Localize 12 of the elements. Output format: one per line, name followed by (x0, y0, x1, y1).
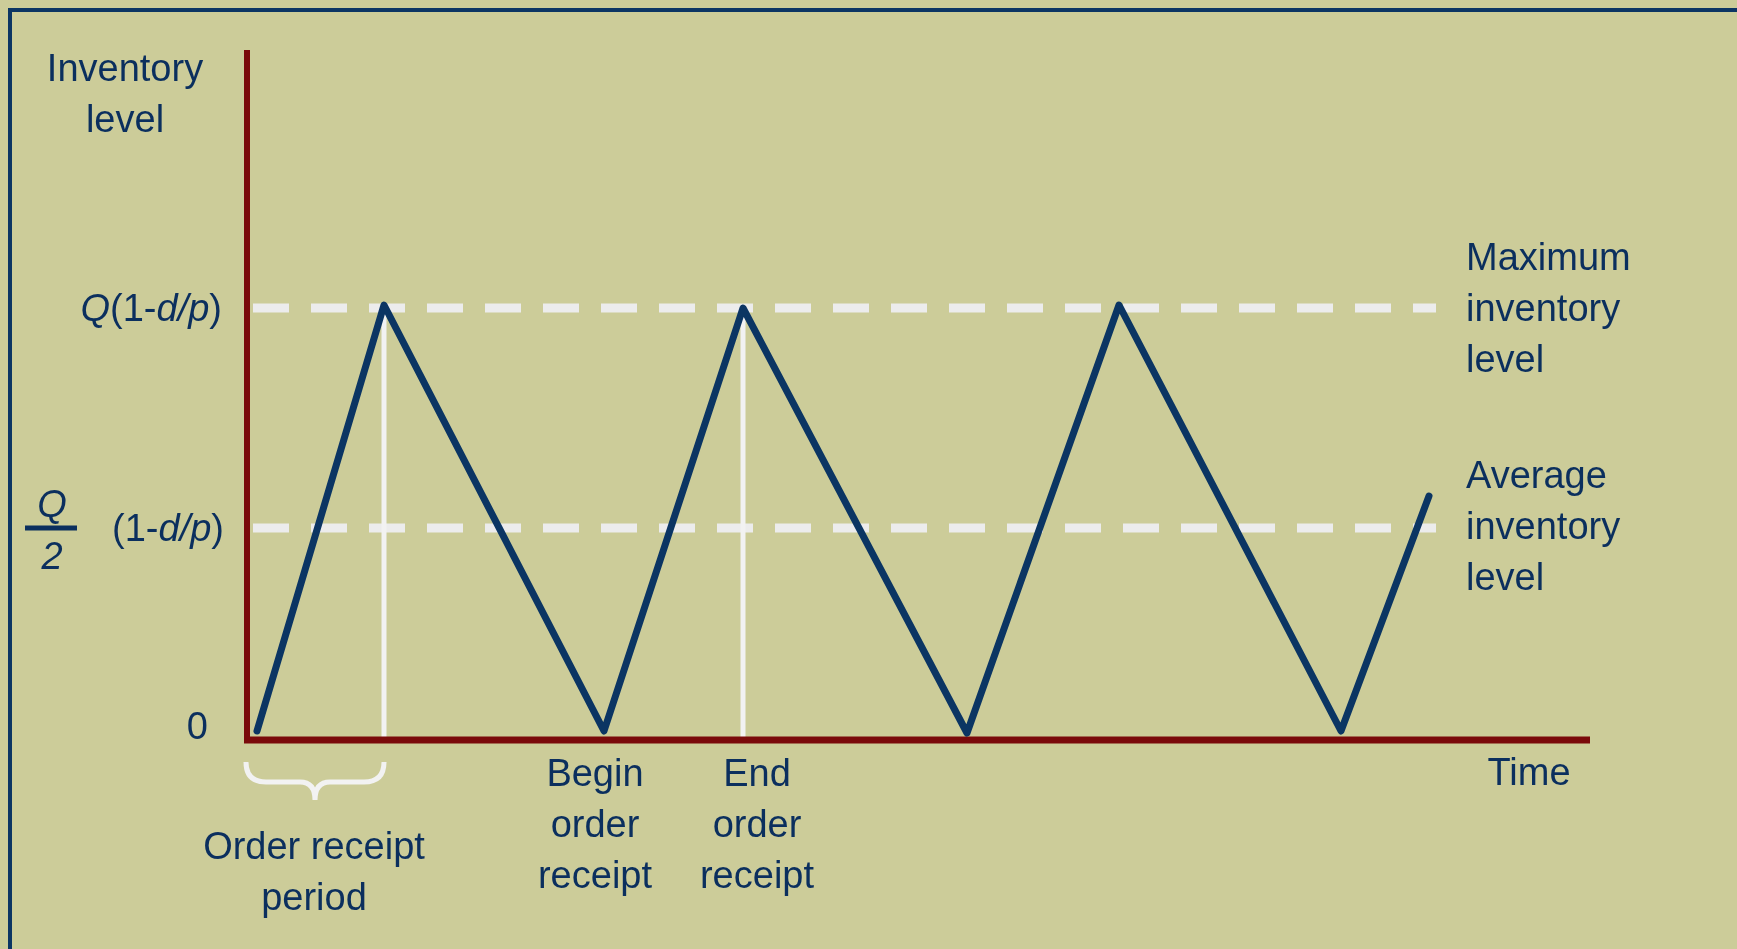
annotation-label: End order receipt (698, 750, 816, 898)
axis-title: Time (1487, 749, 1571, 795)
annotation-label: Begin order receipt (536, 750, 654, 898)
tick-label: Q(1-d/p) (80, 285, 222, 331)
line-label: Average inventory level (1466, 452, 1622, 600)
tick-label: Q (37, 481, 67, 527)
annotation-label: Order receipt period (202, 824, 426, 920)
tick-label: 0 (186, 703, 208, 749)
tick-label: 2 (41, 533, 63, 579)
line-label: Maximum inventory level (1466, 234, 1632, 382)
tick-label: (1-d/p) (112, 505, 224, 551)
axis-title: Inventory level (45, 46, 205, 142)
